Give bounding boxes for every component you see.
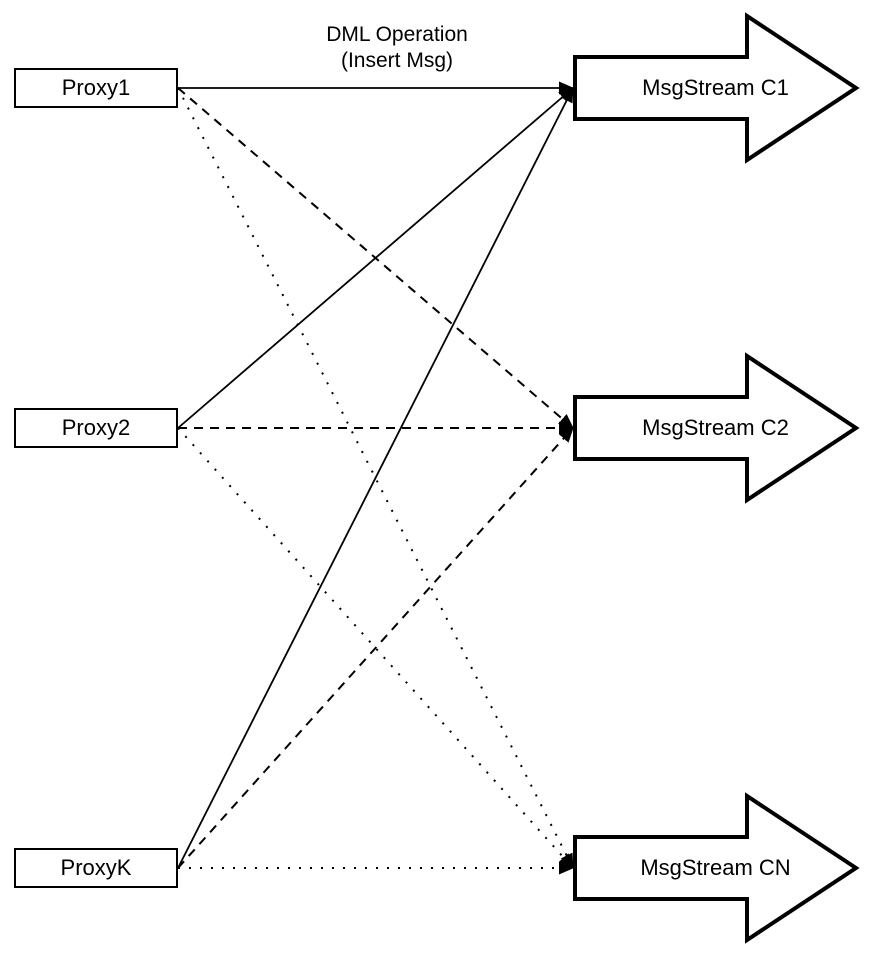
proxy1-label: Proxy1 [61, 75, 131, 100]
proxy2-node: Proxy2 [14, 408, 178, 448]
edge-proxyk-to-c2-dashed [177, 427, 574, 869]
proxy2-label: Proxy2 [61, 415, 131, 440]
msgstream-cn-arrow-shape [573, 792, 860, 944]
proxyk-label: ProxyK [60, 855, 132, 880]
msgstream-c1-arrow-shape [573, 12, 860, 164]
edge-proxyk-to-c1-solid [177, 87, 574, 869]
dml-operation-line2: (Insert Msg) [340, 49, 453, 72]
dml-operation-line1: DML Operation [326, 23, 468, 46]
edge-proxy1-to-c2-dashed [177, 87, 574, 429]
proxy1-node: Proxy1 [14, 68, 178, 108]
dml-operation-annotation: DML Operation (Insert Msg) [326, 22, 468, 74]
proxyk-node: ProxyK [14, 848, 178, 888]
msgstream-c2-arrow-shape [573, 352, 860, 504]
